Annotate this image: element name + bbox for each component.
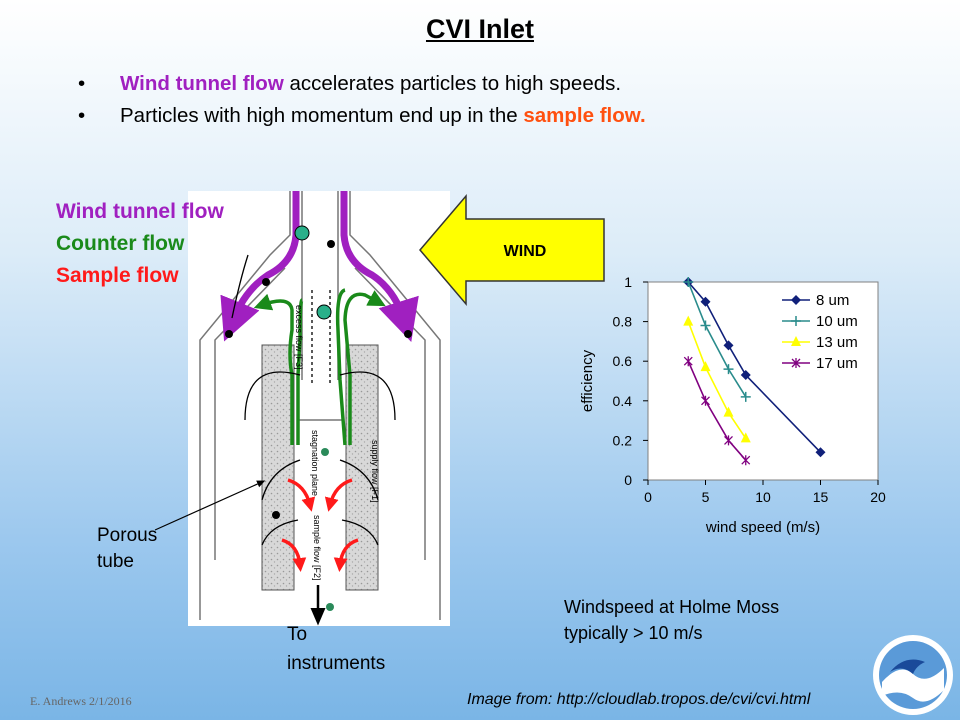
data-point bbox=[701, 395, 710, 406]
footer-author-date: E. Andrews 2/1/2016 bbox=[30, 694, 132, 708]
data-point bbox=[740, 391, 751, 402]
bullet-dot: • bbox=[78, 72, 86, 95]
data-point bbox=[740, 370, 751, 381]
to-instruments-line-1: To bbox=[287, 624, 308, 645]
windspeed-note-line-2: typically > 10 m/s bbox=[564, 623, 703, 643]
y-tick-label: 0.6 bbox=[613, 353, 633, 369]
windspeed-note: Windspeed at Holme Moss typically > 10 m… bbox=[564, 594, 779, 646]
to-instruments-line-2: instruments bbox=[287, 653, 386, 674]
windspeed-note-line-1: Windspeed at Holme Moss bbox=[564, 597, 780, 617]
legend-label: 8 um bbox=[816, 292, 849, 309]
stagnation-plane-label: stagnation plane bbox=[310, 430, 320, 496]
x-tick-label: 10 bbox=[755, 489, 771, 505]
porous-tube-label-line-1: Porous bbox=[97, 525, 158, 546]
wind-tunnel-flow-arrows bbox=[220, 191, 419, 343]
efficiency-chart: 0 5 10 15 20 0 0.2 0.4 0.6 0.8 1 wind speed (m/s) ef… bbox=[579, 274, 886, 536]
legend-label: 13 um bbox=[816, 334, 858, 351]
plot-area bbox=[647, 281, 879, 481]
y-tick-label: 1 bbox=[624, 274, 632, 290]
legend-marker bbox=[791, 295, 801, 305]
data-point bbox=[683, 277, 694, 287]
to-instruments-label: To instruments bbox=[287, 620, 385, 678]
data-point bbox=[723, 364, 734, 375]
data-point bbox=[700, 361, 711, 372]
series-line-3 bbox=[687, 360, 747, 461]
sample-flow-arrows bbox=[281, 478, 359, 572]
porous-tube-label-line-2: tube bbox=[97, 551, 134, 572]
series-line-1 bbox=[687, 281, 747, 398]
x-tick-label: 15 bbox=[813, 489, 829, 505]
data-point bbox=[700, 320, 711, 331]
sample-flow-label: sample flow [F2] bbox=[312, 515, 322, 581]
legend-label: 17 um bbox=[816, 355, 858, 372]
x-tick-label: 0 bbox=[644, 489, 652, 505]
bullet-text: accelerates particles to high speeds. bbox=[283, 72, 622, 95]
data-point bbox=[815, 447, 826, 458]
y-tick-label: 0.8 bbox=[613, 314, 633, 330]
bullet-text: sample flow. bbox=[523, 104, 646, 127]
legend-sample-flow: Sample flow bbox=[56, 264, 179, 287]
x-axis-label: wind speed (m/s) bbox=[705, 519, 820, 536]
bullet-text: Particles with high momentum end up in t… bbox=[120, 104, 524, 127]
data-point bbox=[724, 435, 733, 446]
bullet-1: • Wind tunnel flow accelerates particles … bbox=[78, 72, 621, 96]
y-tick-label: 0.4 bbox=[613, 393, 633, 409]
series-line-2 bbox=[687, 321, 747, 439]
wind-arrow-icon bbox=[419, 193, 605, 307]
data-point bbox=[723, 406, 734, 417]
x-tick-label: 20 bbox=[870, 489, 886, 505]
noaa-logo bbox=[873, 635, 953, 715]
data-point bbox=[741, 455, 751, 466]
porous-tube-label: Porous tube bbox=[97, 523, 157, 575]
diagram-panel bbox=[188, 191, 450, 626]
data-point bbox=[723, 340, 734, 351]
porous-tube-left bbox=[261, 344, 295, 591]
particles bbox=[225, 225, 412, 611]
slide-title: CVI Inlet bbox=[425, 14, 534, 44]
x-tick-label: 5 bbox=[702, 489, 710, 505]
data-point bbox=[683, 356, 693, 367]
y-tick-label: 0 bbox=[624, 472, 632, 488]
excess-flow-label: excess flow [F3] bbox=[294, 305, 304, 370]
data-point bbox=[740, 432, 751, 443]
data-point bbox=[683, 315, 694, 326]
legend-label: 10 um bbox=[816, 313, 858, 330]
legend-marker bbox=[791, 336, 801, 346]
supply-flow-label: supply flow [F1] bbox=[370, 440, 380, 503]
y-tick-label: 0.2 bbox=[613, 432, 633, 448]
supply-flow-lines bbox=[231, 254, 396, 546]
legend-marker bbox=[791, 316, 801, 326]
y-axis-label: efficiency bbox=[579, 349, 596, 412]
legend-counter-flow: Counter flow bbox=[56, 232, 185, 255]
bullet-dot: • bbox=[78, 104, 86, 127]
counter-flow-arrows bbox=[253, 288, 386, 446]
data-point bbox=[700, 296, 711, 307]
footer-image-source: Image from: http://cloudlab.tropos.de/cv… bbox=[467, 691, 811, 708]
wind-label: WIND bbox=[504, 243, 547, 260]
bullet-2: • Particles with high momentum end up in … bbox=[78, 104, 646, 128]
inlet-housing bbox=[199, 191, 441, 620]
legend-wind-tunnel-flow: Wind tunnel flow bbox=[56, 200, 224, 223]
bullet-text: Wind tunnel flow bbox=[120, 72, 284, 95]
legend-marker bbox=[791, 358, 801, 368]
porous-tube-pointer bbox=[154, 480, 266, 531]
